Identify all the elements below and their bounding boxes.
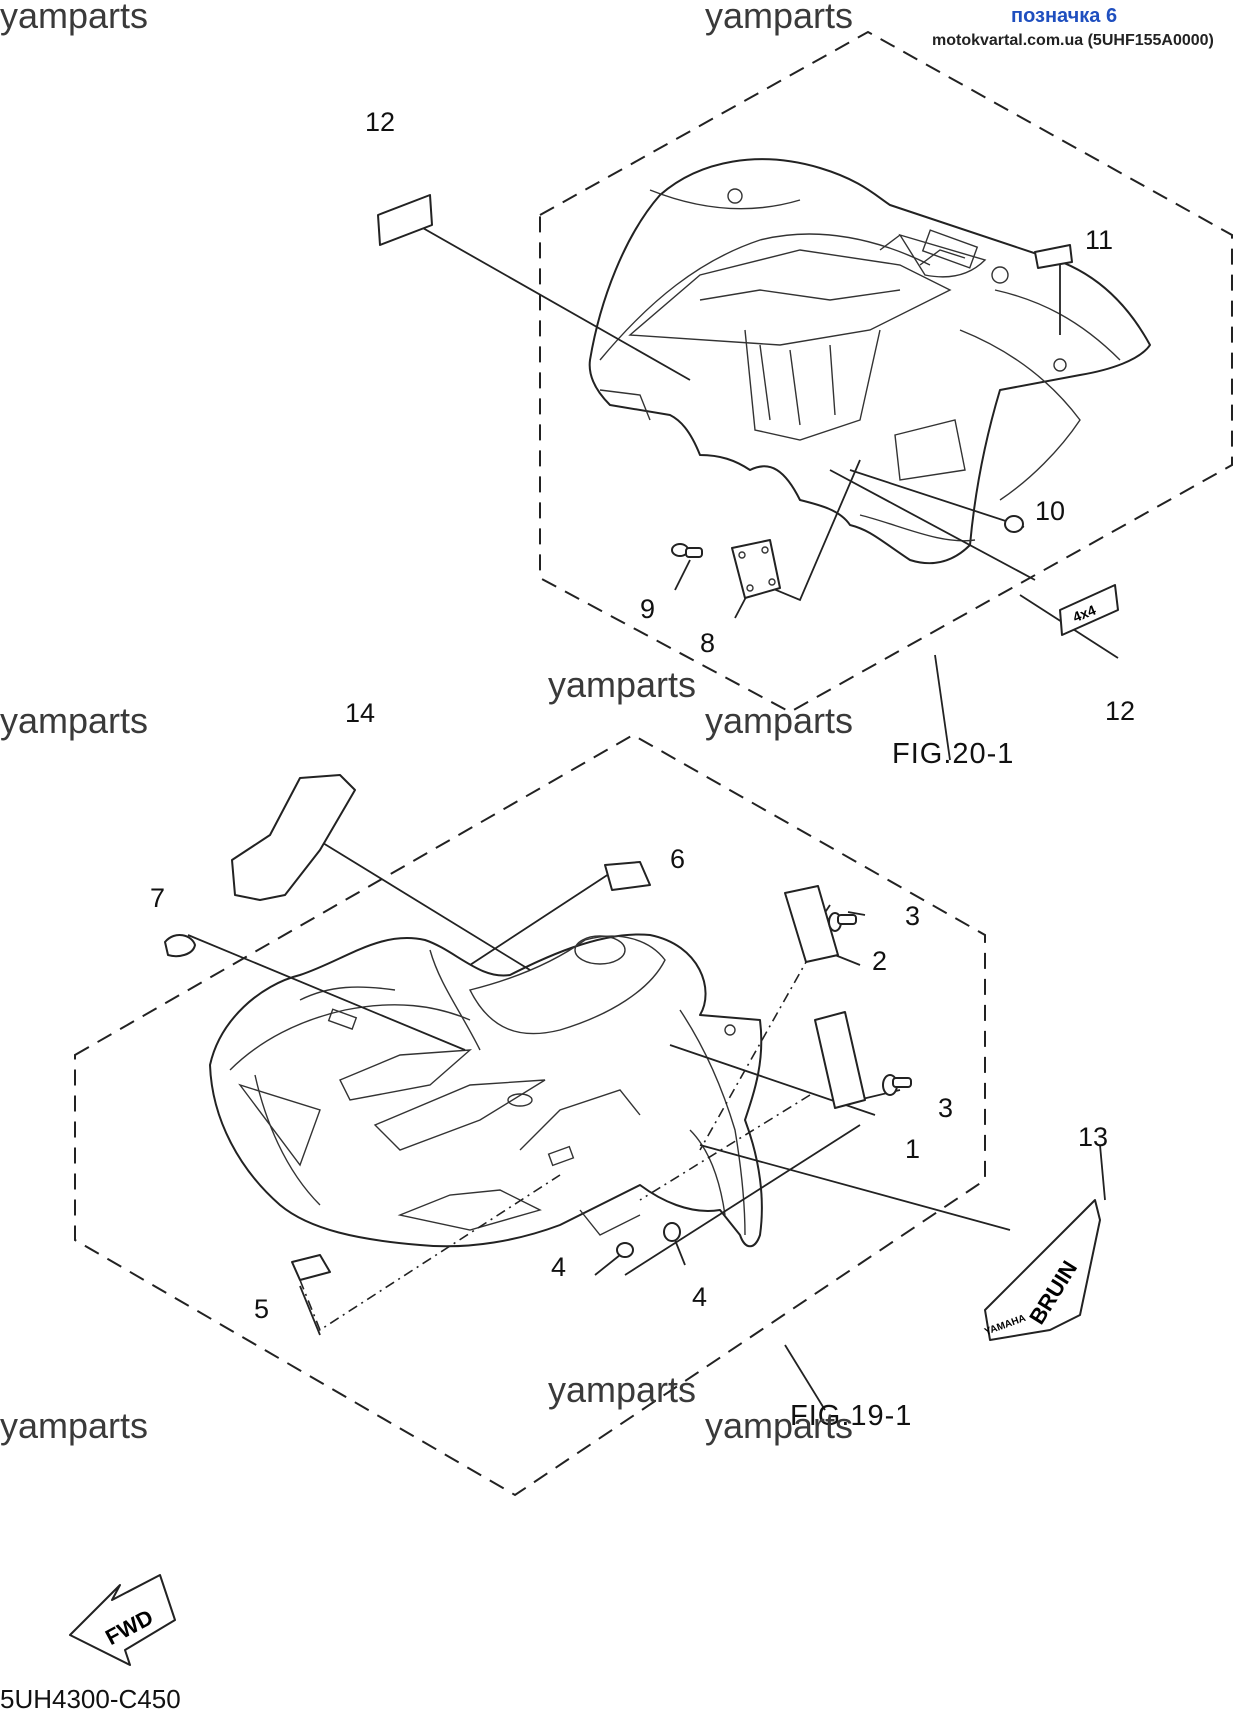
- rear-fender-group: 4x4: [377, 30, 1233, 761]
- grommet-4-right: [663, 1222, 681, 1242]
- grommet-4-left: [616, 1242, 634, 1258]
- plate-2: [784, 885, 839, 963]
- rear-group-boundary: [539, 30, 1233, 714]
- callout-11: 11: [1085, 225, 1113, 255]
- watermarks: yamparts yamparts yamparts yamparts yamp…: [0, 0, 853, 1446]
- callout-8: 8: [700, 628, 715, 658]
- badge-site: motokvartal.com.ua (5UHF155A0000): [932, 32, 1214, 49]
- callout-6: 6: [670, 844, 685, 874]
- watermark: yamparts: [705, 0, 853, 36]
- callout-7: 7: [150, 883, 165, 913]
- diagram-code: 5UH4300-C450: [0, 1684, 181, 1714]
- callout-1: 1: [905, 1134, 920, 1164]
- decal-5: [291, 1254, 331, 1281]
- callout-12-top: 12: [365, 107, 395, 137]
- callout-2: 2: [872, 946, 887, 976]
- decal-bruin: BRUIN YAMAHA: [983, 1199, 1101, 1341]
- watermark: yamparts: [548, 664, 696, 705]
- callout-4-right: 4: [692, 1282, 707, 1312]
- callout-4-left: 4: [551, 1252, 566, 1282]
- callout-10: 10: [1035, 496, 1065, 526]
- plate-8: [731, 539, 781, 599]
- decal-4x4: 4x4: [1059, 584, 1119, 636]
- plate-1: [814, 1011, 866, 1109]
- front-fender-group: BRUIN YAMAHA: [74, 733, 1106, 1497]
- callout-14: 14: [345, 698, 375, 728]
- watermark: yamparts: [705, 1405, 853, 1446]
- grommet-10: [1004, 515, 1024, 533]
- watermark: yamparts: [0, 0, 148, 36]
- decal-11: [1034, 244, 1073, 269]
- fig-ref-front: FIG.19-1: [790, 1400, 912, 1432]
- callout-12-bottom: 12: [1105, 696, 1135, 726]
- rivet-3-lower: [882, 1074, 912, 1096]
- callout-5: 5: [254, 1294, 269, 1324]
- rear-fender: [588, 158, 1151, 565]
- fig-ref-rear: FIG.20-1: [892, 738, 1014, 770]
- grommet-7: [164, 934, 196, 958]
- watermark: yamparts: [548, 1369, 696, 1410]
- rivet-9: [671, 543, 703, 558]
- source-badge: позначка 6 motokvartal.com.ua (5UHF155A0…: [932, 5, 1214, 49]
- watermark: yamparts: [705, 700, 853, 741]
- callout-3-upper: 3: [905, 901, 920, 931]
- decal-14: [231, 774, 356, 901]
- fwd-arrow: FWD: [69, 1574, 176, 1666]
- decal-6: [604, 861, 651, 891]
- rivet-3-upper: [828, 912, 857, 932]
- front-fender: [209, 933, 763, 1248]
- watermark: yamparts: [0, 700, 148, 741]
- front-group-boundary: [74, 733, 986, 1497]
- callout-3-lower: 3: [938, 1093, 953, 1123]
- callout-13: 13: [1078, 1122, 1108, 1152]
- badge-label: позначка 6: [1011, 5, 1117, 27]
- forward-arrow-icon: [69, 1574, 176, 1666]
- decal-12-rear: [377, 194, 433, 246]
- watermark: yamparts: [0, 1405, 148, 1446]
- callout-9: 9: [640, 594, 655, 624]
